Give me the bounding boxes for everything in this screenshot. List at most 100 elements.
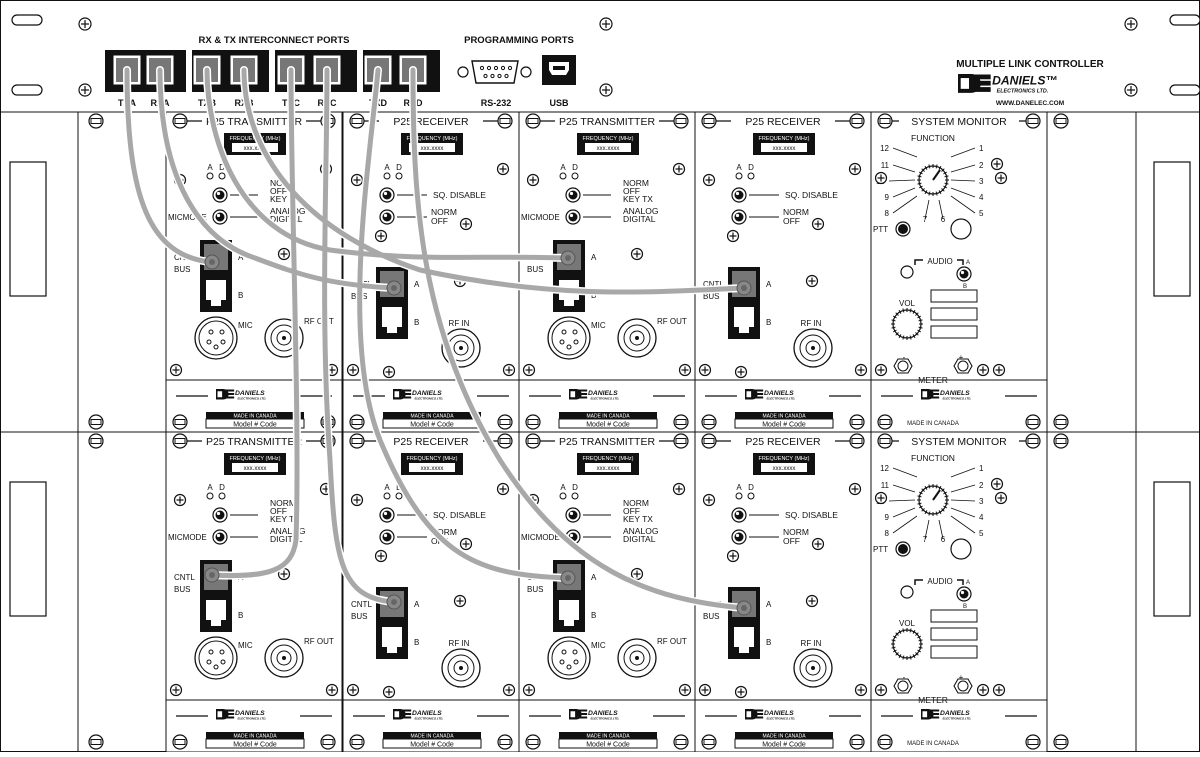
- screw-icon: [811, 217, 825, 231]
- logo-sub: ELECTRONICS LTD.: [590, 716, 619, 720]
- dial-tick: [941, 168, 945, 172]
- dial-leader: [938, 519, 944, 540]
- switch-label: NORM: [431, 207, 457, 217]
- switch-label: ANALOG: [270, 526, 305, 536]
- frequency-window: [761, 463, 807, 472]
- dial-tick: [938, 485, 942, 490]
- latch-bar: [499, 438, 511, 444]
- vol-tick: [918, 326, 923, 329]
- latch-icon: [349, 433, 365, 449]
- port-a-label: A: [414, 600, 420, 609]
- ptt-label: PTT: [873, 225, 888, 234]
- logo-sub: ELECTRONICS LTD.: [590, 396, 619, 400]
- system-monitor-module: SYSTEM MONITORFUNCTION123456789101112PTT…: [870, 111, 1048, 433]
- logo-d-inner: [960, 78, 970, 89]
- vol-tick: [915, 312, 919, 316]
- latch-icon: [673, 414, 689, 430]
- ptt-indicator: [950, 538, 972, 560]
- latch-icon: [1053, 433, 1069, 449]
- frequency-window: [232, 463, 278, 472]
- logo-e-bar: [930, 709, 940, 712]
- dial-tick: [917, 502, 922, 505]
- ptt-button: [898, 224, 908, 234]
- switch-label: DIGITAL: [623, 534, 656, 544]
- logo-brand: DANIELS: [235, 390, 265, 397]
- vol-tick: [909, 335, 912, 340]
- function-label: FUNCTION: [911, 453, 955, 463]
- module-title: P25 TRANSMITTER: [206, 436, 302, 448]
- rf-pin: [282, 656, 286, 660]
- latch-icon: [172, 113, 188, 129]
- latch-icon: [349, 734, 365, 750]
- latch-bar: [1055, 739, 1067, 745]
- knob-body: [959, 589, 969, 599]
- meter-segment: [930, 609, 978, 623]
- dial-leader: [950, 164, 976, 173]
- rf-out-label: RF OUT: [304, 637, 334, 646]
- screw-icon: [702, 493, 716, 507]
- status-led: [206, 172, 214, 180]
- dial-number: 3: [979, 177, 984, 186]
- squelch-switch: [379, 507, 395, 523]
- title-bg: [899, 434, 1019, 447]
- made-in-label: MADE IN CANADA: [233, 414, 277, 420]
- latch-bar: [1055, 118, 1067, 124]
- squelch-label: SQ. DISABLE: [785, 190, 838, 200]
- mic-connector: [194, 316, 238, 360]
- switch-label: OFF: [623, 186, 640, 196]
- status-led: [747, 172, 755, 180]
- logo-brand: DANIELS™: [992, 73, 1057, 87]
- made-in-label: MADE IN CANADA: [907, 421, 959, 427]
- status-led: [559, 492, 567, 500]
- mic-pin: [566, 664, 572, 670]
- knob-body: [382, 510, 392, 520]
- rs232-screw: [457, 66, 469, 78]
- dial-tick: [917, 175, 922, 178]
- latch-icon: [497, 734, 513, 750]
- ptt-label: PTT: [873, 545, 888, 554]
- knob-highlight: [735, 511, 740, 516]
- model-box: [558, 738, 658, 749]
- dial-leader: [892, 147, 918, 158]
- model-label: Model # Code: [233, 422, 277, 429]
- vol-tick: [891, 646, 896, 649]
- latch-bar: [879, 118, 891, 124]
- latch-bar: [90, 419, 102, 425]
- rs232-pin: [479, 65, 485, 71]
- switch-label: OFF: [783, 536, 800, 546]
- audio-label: AUDIO: [927, 577, 952, 586]
- rf-in-label: RF IN: [801, 639, 822, 648]
- dial-tick: [924, 510, 928, 515]
- meter-jack: [953, 678, 973, 694]
- rs232-pin: [493, 65, 499, 71]
- title-bg: [555, 114, 659, 127]
- knob-body: [215, 510, 225, 520]
- latch-icon: [1025, 433, 1041, 449]
- meter-jack: [953, 358, 973, 374]
- latch-icon: [849, 414, 865, 430]
- latch-icon: [1025, 113, 1041, 129]
- rs232-pin: [486, 65, 492, 71]
- port-b-label: B: [238, 291, 243, 300]
- screw-icon: [346, 683, 360, 697]
- vol-tick: [895, 332, 899, 336]
- mic-pin: [572, 649, 578, 655]
- audio-select-switch: [956, 586, 972, 602]
- status-led: [747, 492, 755, 500]
- dial-tick: [924, 485, 928, 490]
- screw-icon: [496, 482, 510, 496]
- logo-brand: DANIELS: [412, 390, 442, 397]
- frequency-window: [585, 143, 631, 152]
- control-bus-connector: [728, 587, 760, 659]
- screw-icon: [459, 537, 473, 551]
- audio-b-label: B: [963, 284, 967, 290]
- mic-label: MIC: [591, 321, 606, 330]
- dial-number: 3: [979, 497, 984, 506]
- model-box: [734, 738, 834, 749]
- model-label: Model # Code: [410, 742, 454, 749]
- logo-sub: ELECTRONICS LTD.: [766, 396, 795, 400]
- latch-icon: [349, 113, 365, 129]
- vol-tick: [891, 639, 896, 642]
- cable-plug: [736, 280, 752, 296]
